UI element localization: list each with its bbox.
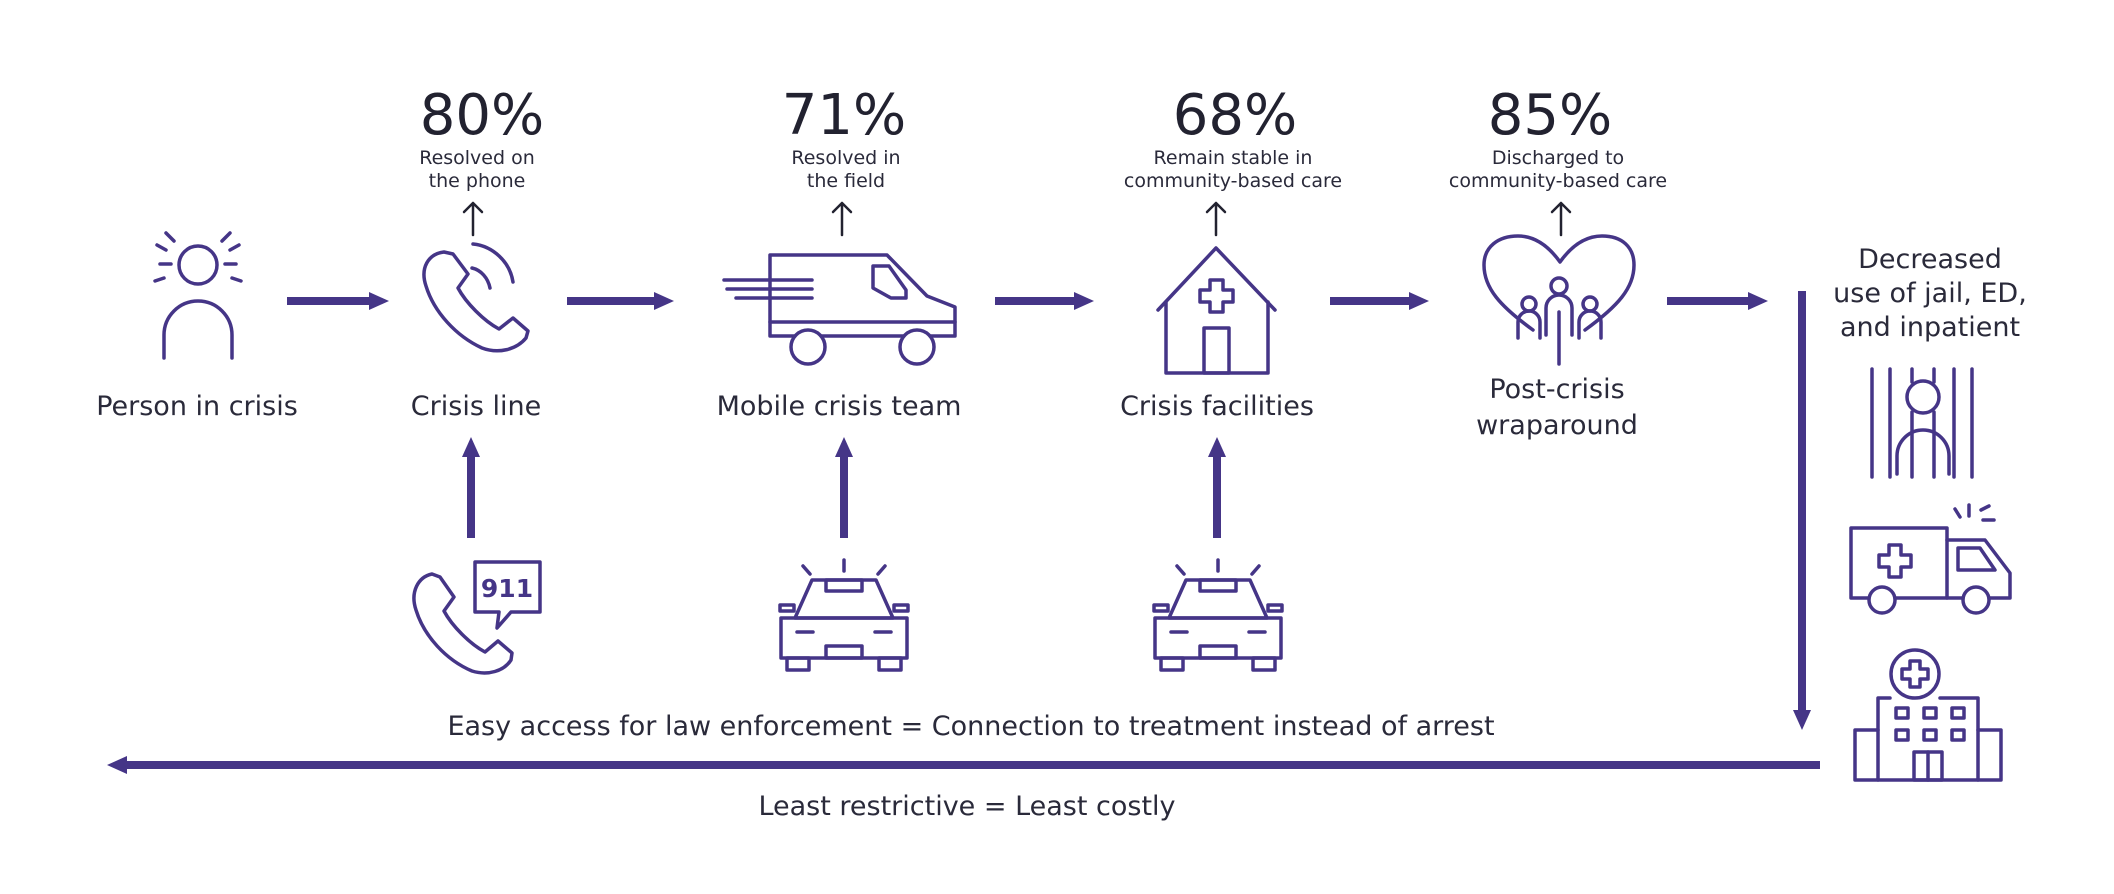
police-car-icon bbox=[1152, 558, 1284, 672]
outcome-label-line: and inpatient bbox=[1840, 312, 2020, 343]
flow-arrow bbox=[995, 292, 1094, 310]
outcome-label-line: Decreased bbox=[1858, 244, 2002, 275]
stat-value: 71% bbox=[782, 83, 906, 148]
access-note: Easy access for law enforcement = Connec… bbox=[447, 711, 1494, 742]
flow-arrow bbox=[1667, 292, 1768, 310]
van-icon bbox=[722, 253, 957, 366]
entry-arrow bbox=[1208, 437, 1226, 538]
entry-arrow bbox=[835, 437, 853, 538]
node-label-post-crisis-wraparound: Post-crisis bbox=[1489, 374, 1624, 405]
up-arrow-icon bbox=[831, 201, 853, 237]
stat-value: 68% bbox=[1173, 83, 1297, 148]
node-label-mobile-crisis-team: Mobile crisis team bbox=[717, 391, 962, 422]
node-label-post-crisis-wraparound: wraparound bbox=[1476, 410, 1638, 441]
person-icon bbox=[153, 231, 243, 360]
node-label-crisis-line: Crisis line bbox=[411, 391, 541, 422]
node-label-crisis-facilities: Crisis facilities bbox=[1120, 391, 1314, 422]
stat-value: 80% bbox=[420, 83, 544, 148]
stat-caption-line: community-based care bbox=[1449, 170, 1667, 192]
phone-icon bbox=[422, 242, 530, 353]
stat-mobile-crisis-team: 71% Resolved in the field bbox=[782, 83, 906, 237]
stat-caption-line: the phone bbox=[429, 170, 526, 192]
stat-caption-line: Discharged to bbox=[1492, 147, 1624, 169]
down-arrow bbox=[1793, 291, 1811, 730]
node-label-person-in-crisis: Person in crisis bbox=[96, 391, 298, 422]
stat-value: 85% bbox=[1488, 83, 1612, 148]
stat-crisis-line: 80% Resolved on the phone bbox=[419, 83, 544, 237]
outcome-label-line: use of jail, ED, bbox=[1833, 278, 2027, 309]
clinic-house-icon bbox=[1156, 246, 1277, 375]
jail-icon bbox=[1870, 367, 1974, 479]
stat-post-crisis-wraparound: 85% Discharged to community-based care bbox=[1449, 83, 1667, 237]
stat-crisis-facilities: 68% Remain stable in community-based car… bbox=[1124, 83, 1342, 237]
up-arrow-icon bbox=[462, 201, 484, 237]
stat-caption-line: community-based care bbox=[1124, 170, 1342, 192]
stat-caption-line: Resolved on bbox=[419, 147, 535, 169]
up-arrow-icon bbox=[1205, 201, 1227, 237]
heart-family-icon bbox=[1482, 234, 1636, 366]
hospital-icon bbox=[1853, 648, 2003, 782]
phone-911-icon: 911 bbox=[412, 560, 542, 675]
return-arrow bbox=[107, 756, 1820, 774]
flow-arrow bbox=[567, 292, 674, 310]
flow-arrow bbox=[1330, 292, 1429, 310]
police-car-icon bbox=[778, 558, 910, 672]
ambulance-icon bbox=[1849, 503, 2012, 615]
cost-note: Least restrictive = Least costly bbox=[758, 791, 1175, 822]
stat-caption-line: the field bbox=[807, 170, 885, 192]
flow-arrow bbox=[287, 292, 389, 310]
entry-arrow bbox=[462, 437, 480, 538]
stat-caption-line: Resolved in bbox=[791, 147, 900, 169]
stat-caption-line: Remain stable in bbox=[1154, 147, 1313, 169]
badge-911: 911 bbox=[481, 574, 533, 603]
up-arrow-icon bbox=[1550, 201, 1572, 237]
